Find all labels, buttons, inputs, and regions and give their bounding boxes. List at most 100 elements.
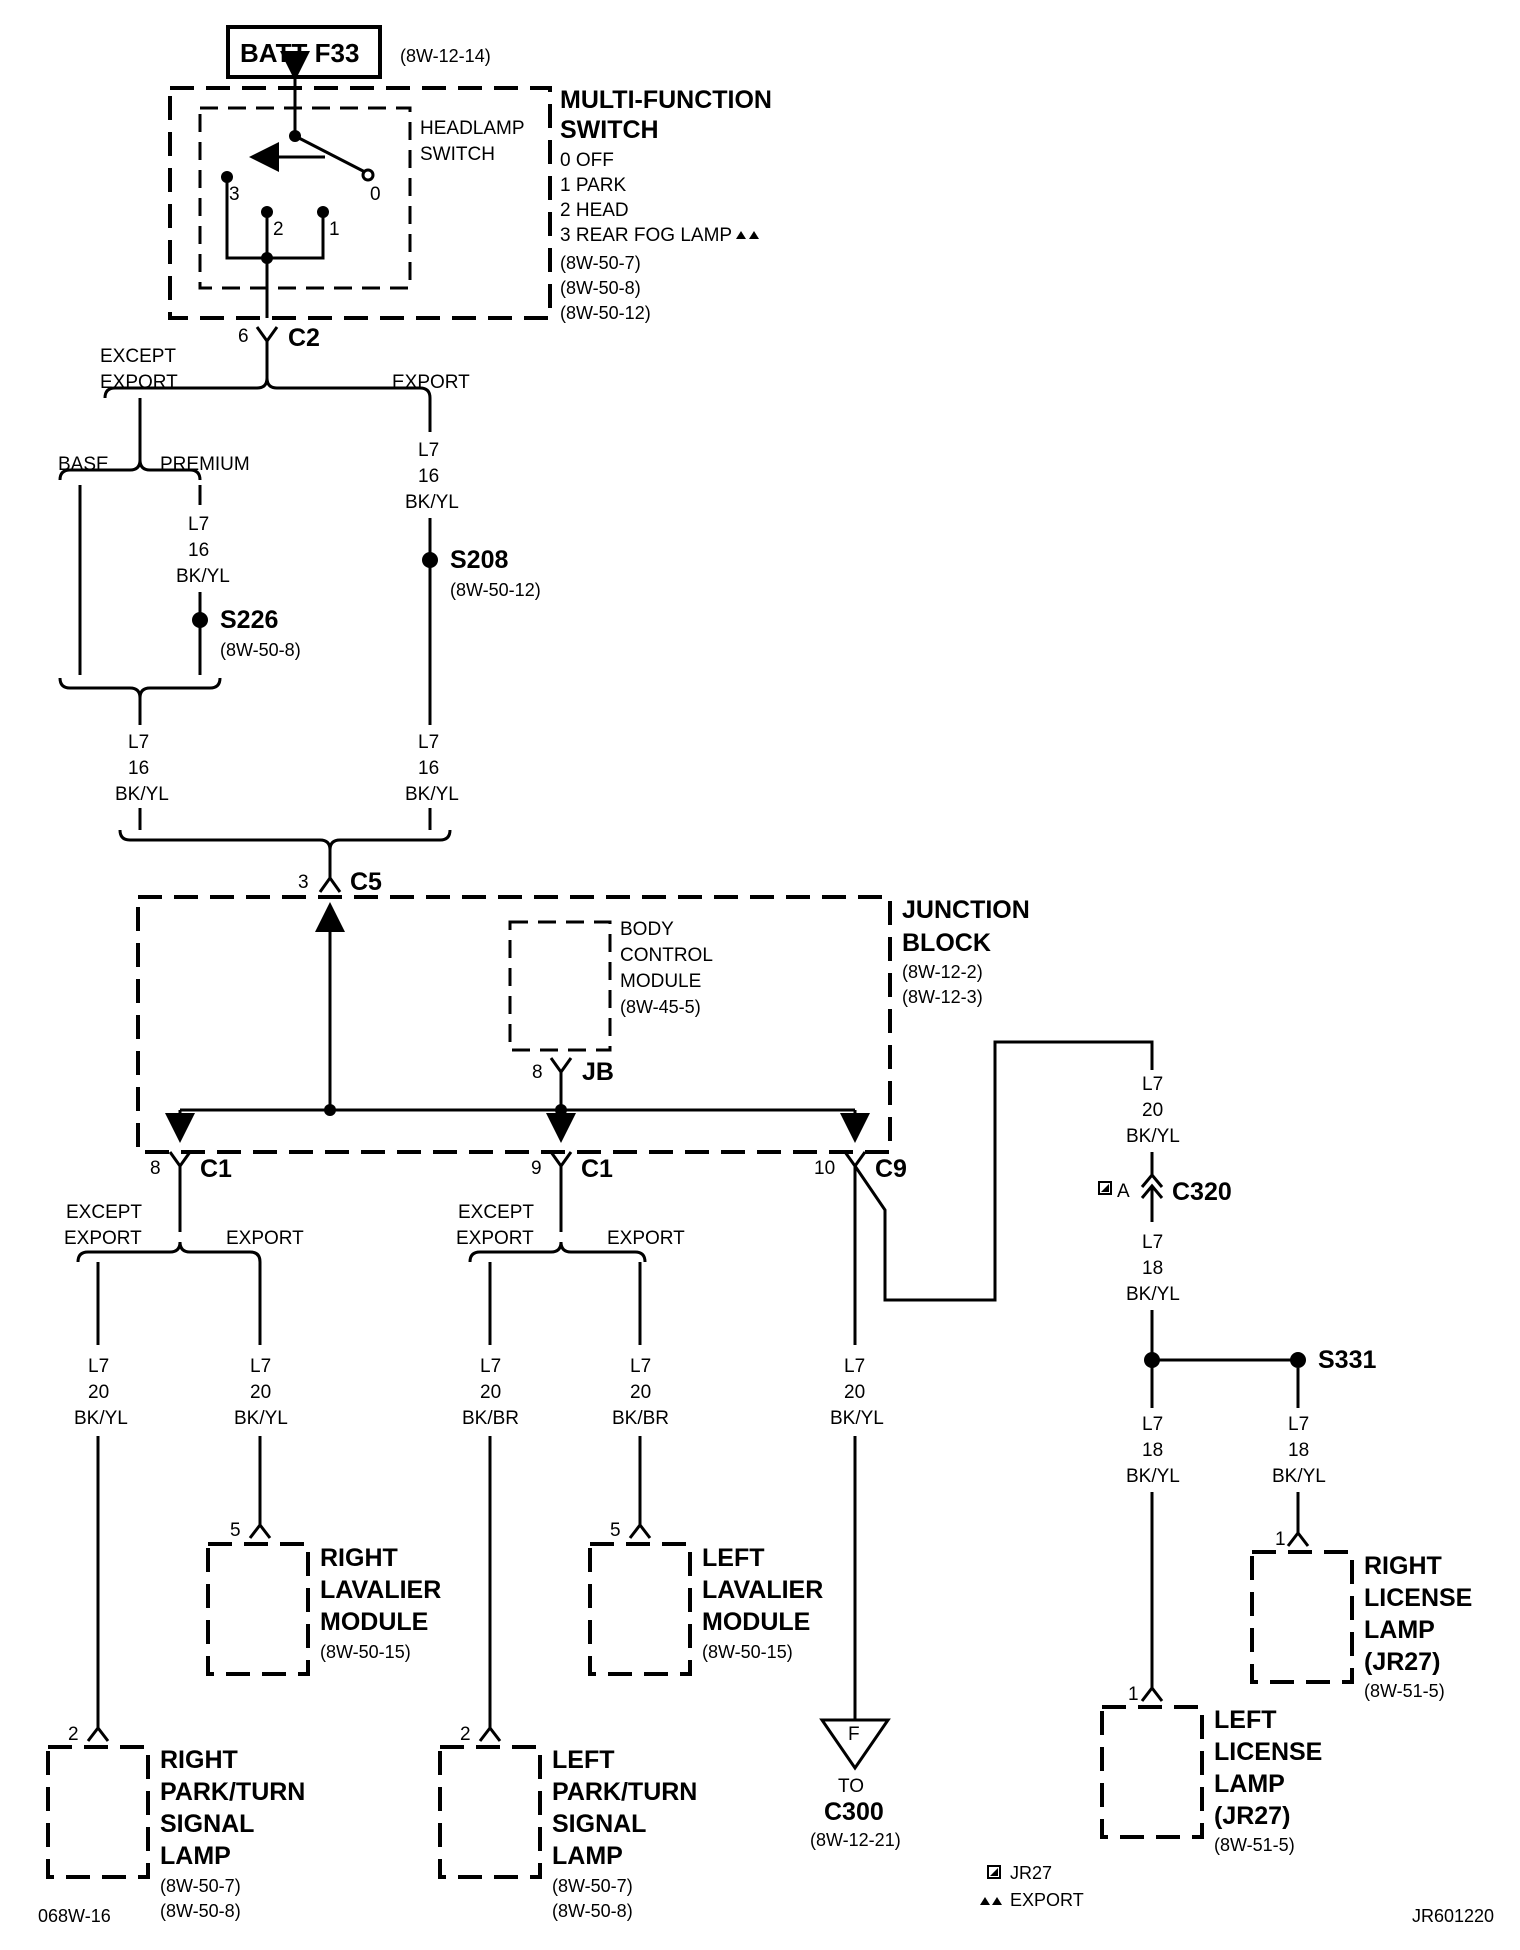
connector-c1-pin8: 8 C1 [150,1151,232,1232]
offpage-ref: (8W-12-21) [810,1830,901,1850]
right-lavalier-module: 5 RIGHT LAVALIER MODULE (8W-50-15) [206,1520,441,1676]
left-lavalier-module: 5 LEFT LAVALIER MODULE (8W-50-15) [588,1520,823,1676]
right-park-turn-pin: 2 [68,1724,79,1745]
left-license-line-3: (JR27) [1214,1802,1290,1830]
left-license-wire-color: BK/YL [1126,1466,1180,1487]
right-merge-circuit: L7 [418,732,439,753]
fuse-ref: (8W-12-14) [400,46,491,66]
legend-export-label: EXPORT [1010,1890,1084,1910]
left-park-turn-ref-0: (8W-50-7) [552,1876,633,1896]
jb-title-2: BLOCK [902,929,991,957]
except-export-label-1: EXCEPT [100,346,176,367]
right-park-turn-line-3: LAMP [160,1842,231,1870]
left-park-turn-pin: 2 [460,1724,471,1745]
splice-s226-dot [192,612,208,628]
right-license-lamp: 1 RIGHT LICENSE LAMP (JR27) (8W-51-5) [1250,1529,1472,1701]
c1a-export-wire-gauge: 20 [250,1382,271,1403]
splice-s331-label: S331 [1318,1346,1376,1374]
left-park-turn-line-3: LAMP [552,1842,623,1870]
right-license-line-3: (JR27) [1364,1648,1440,1676]
c1-pin9-branch: EXCEPT EXPORT EXPORT L7 20 BK/BR L7 20 B… [456,1202,685,1728]
footer-right-code: JR601220 [1412,1906,1494,1926]
export-wire-color: BK/YL [405,492,459,513]
c1a-except-wire-color: BK/YL [74,1408,128,1429]
c1b-except-wire-circuit: L7 [480,1356,501,1377]
mfs-ref-1: (8W-50-8) [560,278,641,298]
c1b-pin: 9 [531,1158,542,1179]
c1b-export-wire-circuit: L7 [630,1356,651,1377]
c1a-export: EXPORT [226,1228,304,1249]
mfs-position-2: 2 HEAD [560,200,629,221]
mfs-ref-2: (8W-50-12) [560,303,651,323]
base-label: BASE [58,454,109,475]
mfs-sub-2: SWITCH [420,144,495,165]
splice-s208-ref: (8W-50-12) [450,580,541,600]
from-c320-circuit: L7 [1142,1232,1163,1253]
connector-c1-pin9: 9 C1 [531,1151,613,1232]
to-c320-circuit: L7 [1142,1074,1163,1095]
premium-wire-gauge: 16 [188,540,209,561]
c5-label: C5 [350,868,382,896]
mfs-title-1: MULTI-FUNCTION [560,86,772,114]
multi-function-switch: MULTI-FUNCTION SWITCH HEADLAMP SWITCH 0 … [168,51,772,378]
left-lavalier-ref: (8W-50-15) [702,1642,793,1662]
c1b-export-wire-gauge: 20 [630,1382,651,1403]
mfs-title-2: SWITCH [560,116,659,144]
left-park-turn-ref-1: (8W-50-8) [552,1901,633,1921]
footer-left-code: 068W-16 [38,1906,111,1926]
c320-branch: L7 20 BK/YL A C320 L7 18 BK/YL S331 L7 1… [1098,1074,1376,1688]
bcm-connector: JB [582,1058,614,1086]
c1b-export-wire-color: BK/BR [612,1408,669,1429]
bcm-pin: 8 [532,1062,543,1083]
left-merge-color: BK/YL [115,784,169,805]
right-park-turn-line-2: SIGNAL [160,1810,254,1838]
c9-wire-gauge: 20 [844,1382,865,1403]
offpage-to: TO [838,1776,864,1797]
left-lavalier-line-0: LEFT [702,1544,765,1572]
right-merge-color: BK/YL [405,784,459,805]
mfs-position-0: 0 OFF [560,150,614,171]
jr27-marker-icon [1098,1181,1112,1195]
c1b-except-wire-gauge: 20 [480,1382,501,1403]
c9-branch: L7 20 BK/YL [830,1040,1154,1720]
mfs-position-3: 3 REAR FOG LAMP [560,225,732,246]
left-merge-circuit: L7 [128,732,149,753]
c1b-except-wire-color: BK/BR [462,1408,519,1429]
left-license-lamp: 1 LEFT LICENSE LAMP (JR27) (8W-51-5) [1100,1684,1322,1855]
c1b-export: EXPORT [607,1228,685,1249]
left-license-line-2: LAMP [1214,1770,1285,1798]
c2-pin: 6 [238,326,249,347]
right-park-turn-ref-1: (8W-50-8) [160,1901,241,1921]
headlamp-switch-symbol: 3 2 1 0 [221,51,381,318]
mfs-terminal-1: 1 [329,219,340,240]
left-park-turn-line-1: PARK/TURN [552,1778,697,1806]
offpage-letter: F [848,1724,860,1745]
mfs-terminal-3: 3 [229,184,240,205]
bcm-line-3: (8W-45-5) [620,997,701,1017]
left-license-ref: (8W-51-5) [1214,1835,1295,1855]
c2-label: C2 [288,324,320,352]
right-lavalier-ref: (8W-50-15) [320,1642,411,1662]
premium-label: PREMIUM [160,454,250,475]
except-export-label-2: EXPORT [100,372,178,393]
export-label-top: EXPORT [392,372,470,393]
mfs-terminal-0: 0 [370,184,381,205]
c1a-except-1: EXCEPT [66,1202,142,1223]
c1a-except-2: EXPORT [64,1228,142,1249]
c1a-except-wire-gauge: 20 [88,1382,109,1403]
c1-pin8-branch: EXCEPT EXPORT EXPORT L7 20 BK/YL L7 20 B… [64,1202,304,1728]
c1a-export-wire-circuit: L7 [250,1356,271,1377]
left-park-turn-line-0: LEFT [552,1746,615,1774]
c1a-except-wire-circuit: L7 [88,1356,109,1377]
c1b-except-2: EXPORT [456,1228,534,1249]
c9-wire-color: BK/YL [830,1408,884,1429]
bcm-line-1: CONTROL [620,945,713,966]
splice-s331-dot [1290,1352,1306,1368]
jb-ref-1: (8W-12-3) [902,987,983,1007]
c1b-except-1: EXCEPT [458,1202,534,1223]
right-license-ref: (8W-51-5) [1364,1681,1445,1701]
export-wire-circuit: L7 [418,440,439,461]
left-lavalier-line-1: LAVALIER [702,1576,823,1604]
right-license-wire-circuit: L7 [1288,1414,1309,1435]
